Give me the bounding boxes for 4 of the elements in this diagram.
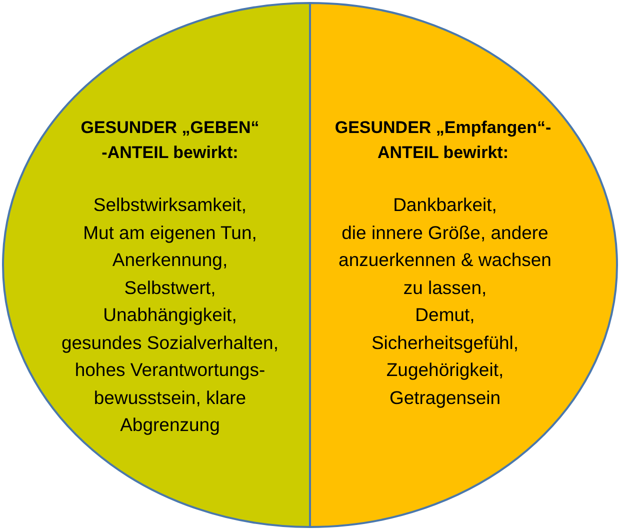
- body-text: Selbstwirksamkeit, Mut am eigenen Tun, Anerkennung, Selbstwert, Unabhängigkeit, gesundes Sozialverhalten, hohes Verantwortungs- bewusstsein, klare Abgrenzung: [61, 193, 278, 437]
- heading-text: GESUNDER „GEBEN“ -ANTEIL bewirkt:: [80, 117, 260, 164]
- heading-text: GESUNDER „Empfangen“- ANTEIL bewirkt:: [334, 117, 552, 164]
- body-text: Dankbarkeit, die innere Größe, andere anzuerkennen & wachsen zu lassen, Demut, Sicherheitsgefühl, Zugehörigkeit, Getragensein: [338, 193, 552, 410]
